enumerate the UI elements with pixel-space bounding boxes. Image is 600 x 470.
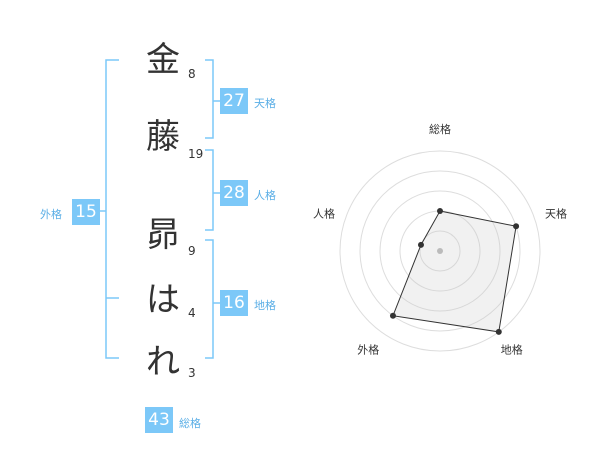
chikaku-bracket bbox=[205, 239, 214, 359]
radar-ring-1 bbox=[419, 230, 461, 272]
radar-ring-3 bbox=[379, 190, 501, 312]
radar-axis-label-2: 地格 bbox=[501, 343, 523, 357]
radar-point-1 bbox=[513, 223, 520, 230]
name-char-1: 金 bbox=[146, 40, 180, 80]
radar-axis-label-4: 人格 bbox=[313, 206, 335, 220]
stroke-count-4: 4 bbox=[188, 306, 196, 320]
radar-ring-5 bbox=[339, 150, 541, 352]
name-char-4: は bbox=[146, 280, 180, 320]
jinkaku-value: 28 bbox=[220, 180, 248, 206]
chikaku-label: 地格 bbox=[254, 299, 276, 312]
soukaku-label: 総格 bbox=[179, 417, 201, 430]
tenkaku-label: 天格 bbox=[254, 97, 276, 110]
radar-point-2 bbox=[495, 328, 502, 335]
gaikaku-bracket bbox=[105, 59, 119, 359]
name-char-5: れ bbox=[146, 342, 180, 382]
tenkaku-bracket bbox=[205, 59, 214, 139]
radar-axis-label-3: 外格 bbox=[357, 343, 379, 357]
stroke-count-2: 19 bbox=[188, 147, 204, 161]
name-char-3: 昴 bbox=[146, 215, 180, 255]
stroke-count-1: 8 bbox=[188, 67, 196, 81]
radar-point-3 bbox=[389, 312, 396, 319]
stroke-count-3: 9 bbox=[188, 244, 196, 258]
jinkaku-label: 人格 bbox=[254, 189, 276, 202]
gaikaku-label: 外格 bbox=[40, 208, 62, 221]
jinkaku-bracket bbox=[205, 149, 214, 231]
name-char-2: 藤 bbox=[146, 117, 180, 157]
radar-axis-label-0: 総格 bbox=[429, 122, 451, 136]
radar-center bbox=[437, 248, 443, 254]
gaikaku-value: 15 bbox=[72, 199, 100, 225]
chikaku-value: 16 bbox=[220, 290, 248, 316]
radar-axis-label-1: 天格 bbox=[545, 206, 567, 220]
stroke-count-5: 3 bbox=[188, 366, 196, 380]
radar-point-0 bbox=[437, 208, 443, 214]
soukaku-value: 43 bbox=[145, 407, 173, 433]
radar-point-4 bbox=[417, 241, 424, 248]
tenkaku-value: 27 bbox=[220, 88, 248, 114]
radar-ring-4 bbox=[359, 170, 521, 332]
radar-area bbox=[392, 210, 517, 333]
